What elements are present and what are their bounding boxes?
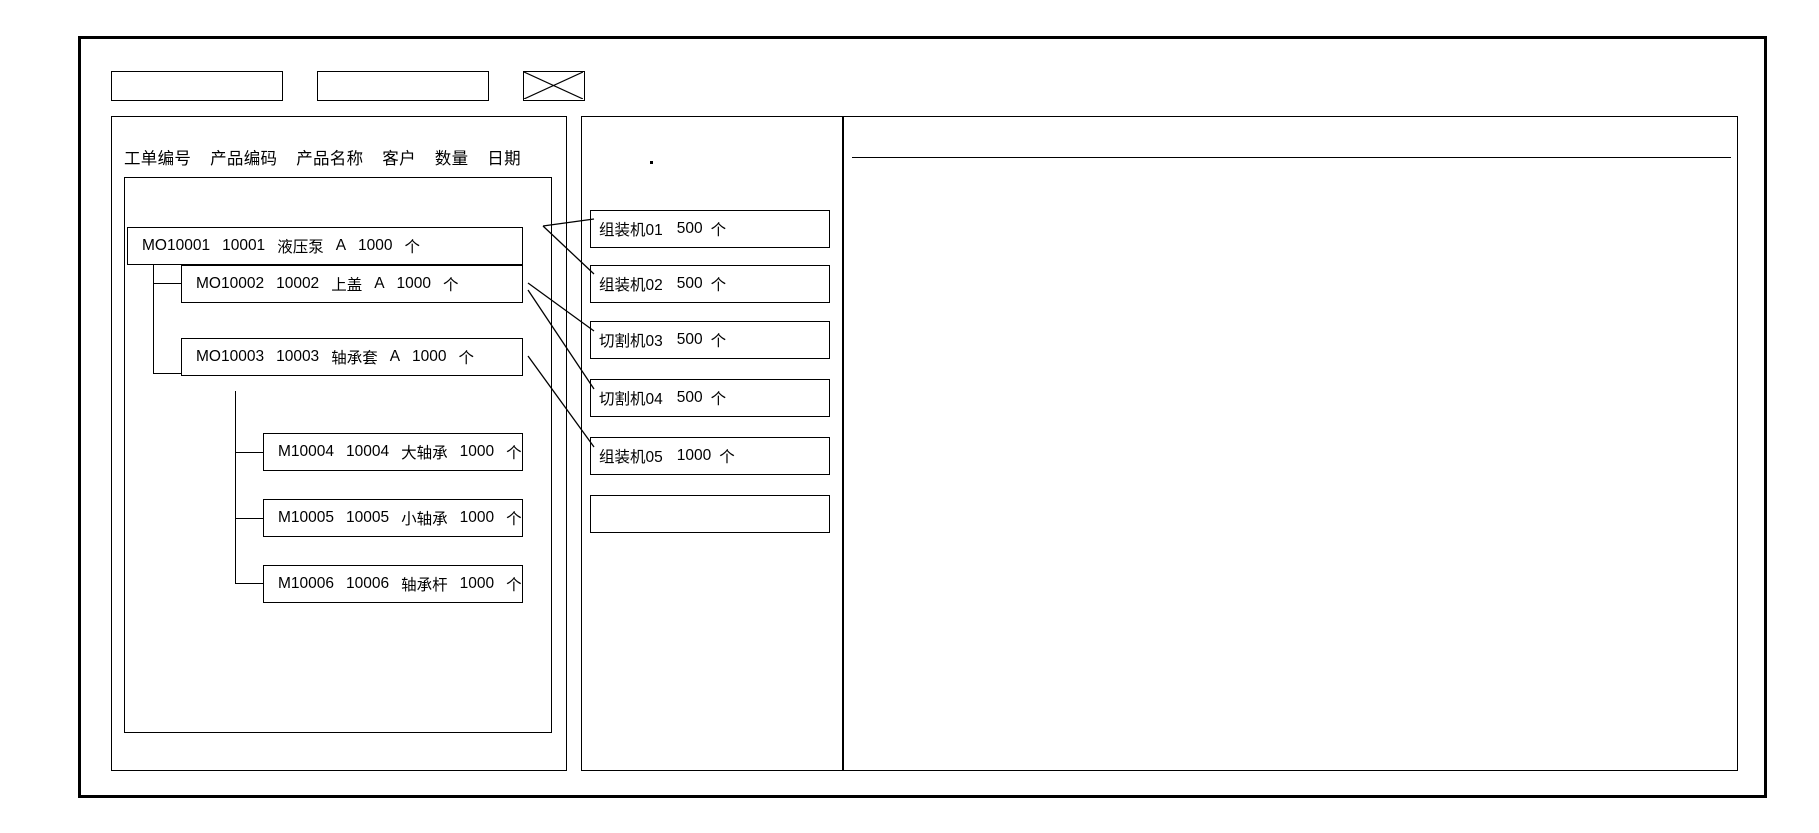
bom-tree-panel: 工单编号 产品编码 产品名称 客户 数量 日期 MO10001 10001 液压…	[111, 116, 567, 771]
bom-product-name: 大轴承	[401, 445, 448, 462]
detail-panel-body[interactable]	[844, 117, 1737, 770]
bom-customer: A	[374, 275, 385, 292]
machine-box[interactable]: 组装机02 500 个	[590, 265, 830, 303]
bom-product-code: 10005	[346, 509, 390, 526]
bom-column-header: 工单编号 产品编码 产品名称 客户 数量 日期	[124, 145, 521, 169]
bom-node-row[interactable]: M10006 10006 轴承杆 1000 个	[263, 565, 523, 603]
machine-quantity: 500	[676, 220, 703, 237]
tree-connector	[235, 391, 237, 584]
detail-panel-divider	[852, 157, 1731, 159]
bom-order-no: M10006	[278, 575, 335, 592]
bom-unit: 个	[404, 239, 421, 256]
machine-quantity: 1000	[676, 447, 712, 464]
bom-product-name: 轴承套	[331, 350, 378, 367]
machine-unit: 个	[710, 222, 727, 239]
bom-unit: 个	[506, 445, 522, 462]
app-window: 工单编号 产品编码 产品名称 客户 数量 日期 MO10001 10001 液压…	[78, 36, 1767, 798]
machine-unit: 个	[710, 333, 727, 350]
bom-quantity: 1000	[412, 348, 447, 365]
column-header-quantity: 数量	[434, 150, 469, 168]
column-header-customer: 客户	[382, 150, 416, 168]
tree-connector	[153, 246, 155, 374]
machine-name: 切割机03	[599, 333, 663, 350]
bom-unit: 个	[506, 577, 522, 594]
bom-product-code: 10006	[346, 575, 390, 592]
dot-marker	[650, 161, 653, 164]
machine-quantity: 500	[676, 275, 703, 292]
machine-quantity: 500	[676, 331, 703, 348]
bom-product-code: 10004	[346, 443, 390, 460]
bom-unit: 个	[458, 350, 475, 367]
machine-unit: 个	[710, 277, 727, 294]
bom-node-row[interactable]: M10004 10004 大轴承 1000 个	[263, 433, 523, 471]
column-header-date: 日期	[487, 150, 521, 168]
bom-node-row[interactable]: MO10001 10001 液压泵 A 1000 个	[127, 227, 523, 265]
bom-quantity: 1000	[459, 443, 495, 460]
machine-unit: 个	[719, 449, 735, 466]
detail-panel	[843, 116, 1738, 771]
column-header-order-no: 工单编号	[124, 150, 192, 168]
machine-box[interactable]: 组装机01 500 个	[590, 210, 830, 248]
bom-product-name: 上盖	[331, 277, 363, 294]
bom-customer: A	[389, 348, 401, 365]
bom-product-code: 10002	[276, 275, 320, 292]
tree-connector	[235, 583, 263, 585]
image-placeholder-icon[interactable]	[523, 71, 585, 101]
toolbar-field-2[interactable]	[317, 71, 489, 101]
machine-name: 组装机02	[599, 277, 663, 294]
machine-name: 组装机05	[599, 449, 663, 466]
machine-name: 切割机04	[599, 391, 663, 408]
bom-node-row[interactable]: MO10002 10002 上盖 A 1000 个	[181, 265, 523, 303]
bom-node-row[interactable]: MO10003 10003 轴承套 A 1000 个	[181, 338, 523, 376]
column-header-product-name: 产品名称	[296, 150, 364, 168]
bom-tree-container: MO10001 10001 液压泵 A 1000 个 MO10002 10002…	[124, 177, 552, 733]
bom-customer: A	[335, 237, 347, 254]
bom-product-name: 小轴承	[401, 511, 448, 528]
tree-connector	[153, 373, 181, 375]
machine-box[interactable]: 组装机05 1000 个	[590, 437, 830, 475]
tree-connector	[235, 518, 263, 520]
machine-name: 组装机01	[599, 222, 663, 239]
bom-quantity: 1000	[358, 237, 393, 254]
bom-unit: 个	[443, 277, 459, 294]
machine-box[interactable]: 切割机04 500 个	[590, 379, 830, 417]
toolbar	[111, 71, 585, 101]
bom-product-code: 10001	[222, 237, 266, 254]
bom-quantity: 1000	[459, 509, 495, 526]
machine-box[interactable]: 切割机03 500 个	[590, 321, 830, 359]
bom-order-no: M10004	[278, 443, 335, 460]
bom-order-no: M10005	[278, 509, 335, 526]
bom-quantity: 1000	[459, 575, 495, 592]
bom-order-no: MO10001	[142, 237, 211, 254]
tree-connector	[235, 452, 263, 454]
machine-quantity: 500	[676, 389, 703, 406]
machine-schedule-panel: 组装机01 500 个 组装机02 500 个 切割机03 500 个 切割机0…	[581, 116, 843, 771]
bom-product-code: 10003	[276, 348, 320, 365]
tree-connector	[153, 283, 181, 285]
bom-product-name: 轴承杆	[401, 577, 448, 594]
bom-order-no: MO10003	[196, 348, 265, 365]
bom-quantity: 1000	[396, 275, 432, 292]
column-header-product-code: 产品编码	[210, 150, 278, 168]
toolbar-field-1[interactable]	[111, 71, 283, 101]
machine-unit: 个	[710, 391, 727, 408]
bom-order-no: MO10002	[196, 275, 265, 292]
bom-product-name: 液压泵	[277, 239, 324, 256]
bom-node-row[interactable]: M10005 10005 小轴承 1000 个	[263, 499, 523, 537]
bom-unit: 个	[506, 511, 522, 528]
machine-box-empty[interactable]	[590, 495, 830, 533]
